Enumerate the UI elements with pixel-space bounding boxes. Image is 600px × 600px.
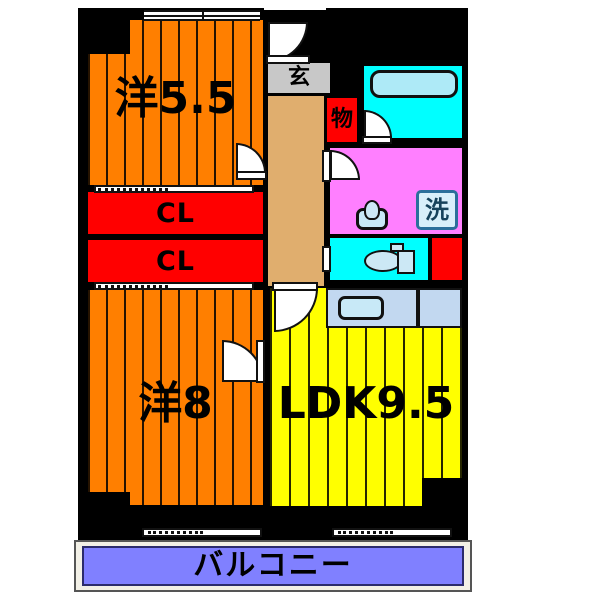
door-leaf-washroom[interactable] xyxy=(322,150,331,182)
toilet-tank xyxy=(397,250,415,274)
balcony-label: バルコニー xyxy=(193,548,353,583)
room-5-5-corner-notch xyxy=(88,20,130,54)
ldk-corner-notch xyxy=(422,478,462,508)
closet-door-bottom[interactable] xyxy=(94,282,254,290)
corridor xyxy=(268,96,324,286)
door-leaf-bathroom[interactable] xyxy=(362,136,392,144)
exterior-gap-top xyxy=(264,0,326,10)
balcony xyxy=(82,546,464,586)
door-leaf-toilet[interactable] xyxy=(322,246,331,272)
room-8-label: 洋8 xyxy=(138,378,213,429)
door-leaf-room-8[interactable] xyxy=(256,340,265,383)
bathtub xyxy=(370,70,458,98)
washing-machine-label: 洗 xyxy=(425,196,449,224)
storage-closet xyxy=(327,98,357,142)
closet-door-bottom-track xyxy=(98,285,168,288)
vanity-basin-bowl xyxy=(364,200,380,220)
closet-upper xyxy=(88,192,263,234)
toilet-lid xyxy=(390,243,404,252)
entry-door-leaf[interactable] xyxy=(266,55,310,64)
roof-shaft xyxy=(390,8,468,63)
room-8-corner-notch xyxy=(88,492,130,526)
toilet-side-storage xyxy=(432,238,462,280)
room-5-5-label: 洋5.5 xyxy=(114,73,237,124)
window-ldk-track xyxy=(338,531,393,534)
ldk-label: LDK9.5 xyxy=(277,378,455,429)
door-leaf-room-5-5[interactable] xyxy=(236,171,267,180)
kitchen-counter-right-top xyxy=(418,288,462,328)
genkan-label: 玄 xyxy=(287,65,310,90)
washing-machine-space xyxy=(416,190,458,230)
kitchen-sink-top xyxy=(338,296,384,320)
door-leaf-ldk[interactable] xyxy=(272,282,318,291)
storage-label: 物 xyxy=(330,107,353,132)
genkan xyxy=(268,63,330,93)
closet-door-top[interactable] xyxy=(94,185,254,193)
closet-lower-label: CL xyxy=(155,245,196,277)
closet-lower xyxy=(88,240,263,282)
closet-upper-label: CL xyxy=(155,197,196,229)
window-room-5-5-top[interactable] xyxy=(144,10,260,21)
window-room-8-track xyxy=(148,531,203,534)
closet-door-top-track xyxy=(98,188,168,191)
room-yoshitsu-8 xyxy=(88,290,263,505)
